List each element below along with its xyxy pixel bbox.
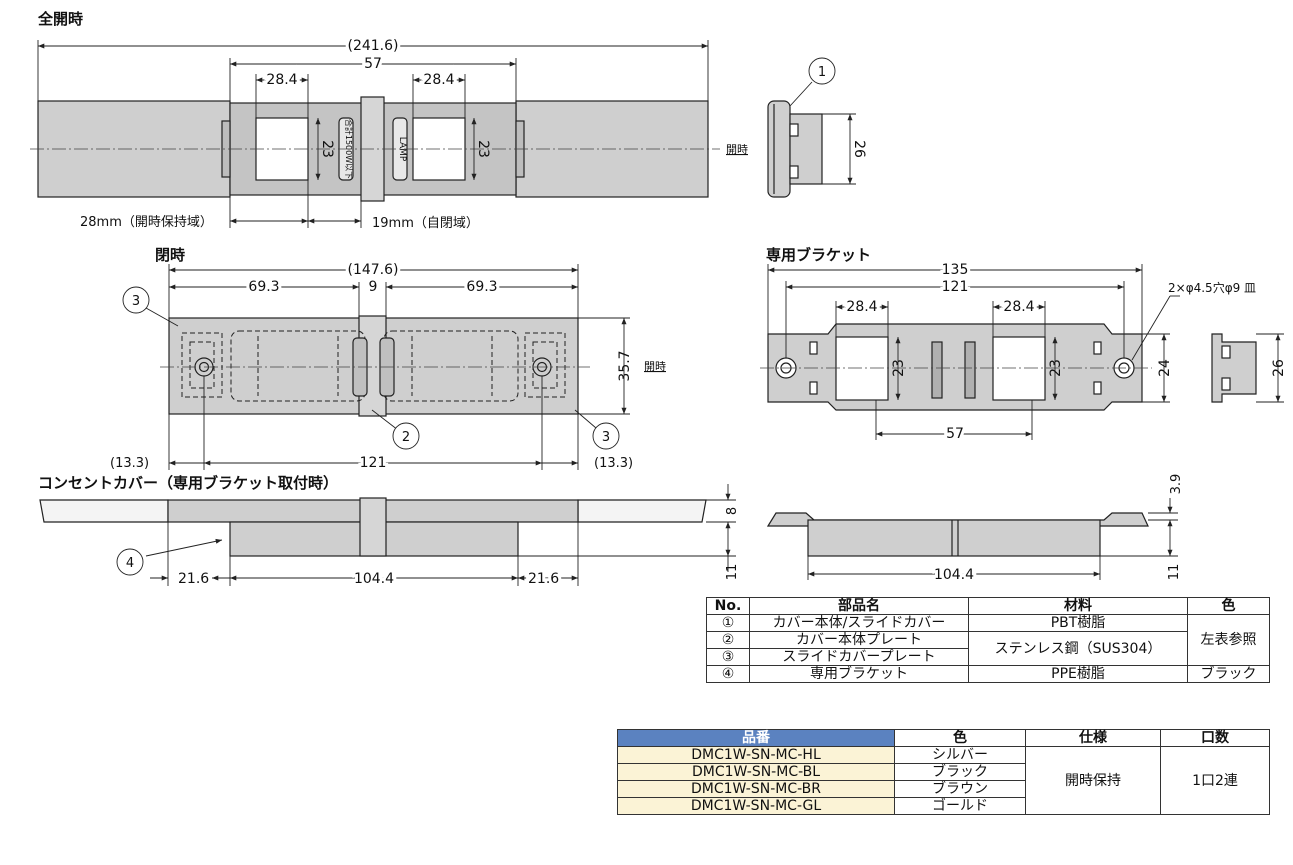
col-material: 材料: [968, 597, 1188, 615]
table-row: ① カバー本体/スライドカバー PBT樹脂 左表参照: [706, 614, 1270, 666]
callout-1: 1: [818, 65, 826, 80]
table-row: DMC1W-SN-MC-HL シルバー 開時保持 1口2連: [617, 746, 1270, 815]
col-color: 色: [894, 729, 1026, 747]
dim-side-26: 26: [851, 140, 867, 158]
cell-color: ブラック: [1187, 665, 1270, 683]
dim-open-28-4-left: 28.4: [266, 72, 297, 88]
dim-br2-11: 11: [1167, 564, 1182, 581]
col-spec: 仕様: [1025, 729, 1161, 747]
dim-br-side-26: 26: [1271, 359, 1287, 377]
cell-spec: 開時保持: [1025, 746, 1161, 815]
table-row: ④ 専用ブラケット PPE樹脂 ブラック: [706, 665, 1270, 683]
callout-2: 2: [402, 430, 410, 445]
lamp-label: LAMP: [397, 137, 407, 162]
dim-closed-9: 9: [369, 279, 378, 295]
dim-br-57: 57: [946, 426, 964, 442]
callout-3-right: 3: [602, 430, 610, 445]
cell-color: ブラウン: [894, 780, 1026, 798]
heading-installed: コンセントカバー（専用ブラケット取付時）: [38, 474, 339, 492]
dim-inst-21-6-left: 21.6: [178, 571, 209, 587]
cell-no: ①: [706, 614, 750, 632]
dim-closed-13-3-left: (13.3): [110, 456, 149, 471]
dim-br-hole: 2×φ4.5穴φ9 皿: [1168, 280, 1256, 295]
dim-br-23-right: 23: [1048, 359, 1064, 377]
cell-color: 左表参照: [1187, 614, 1270, 666]
cell-no: ④: [706, 665, 750, 683]
heading-fully-open: 全開時: [38, 10, 84, 28]
cell-part-name: カバー本体プレート: [749, 631, 969, 649]
col-color: 色: [1187, 597, 1270, 615]
callout-4: 4: [126, 556, 134, 571]
cell-color: ブラック: [894, 763, 1026, 781]
col-ports: 口数: [1160, 729, 1270, 747]
dim-open-hold: 28mm（開時保持域）: [80, 215, 213, 230]
materials-table: No. 部品名 材料 色 ① カバー本体/スライドカバー PBT樹脂 左表参照 …: [706, 597, 1270, 683]
dim-closed-69-3-right: 69.3: [466, 279, 497, 295]
dim-inst-8: 8: [725, 507, 740, 515]
cell-no: ③: [706, 648, 750, 666]
dim-br-121: 121: [942, 279, 969, 295]
cell-part-name: スライドカバープレート: [749, 648, 969, 666]
dim-closed-total: (147.6): [347, 262, 398, 278]
dim-inst-104-4: 104.4: [354, 571, 394, 587]
dim-br2-104-4: 104.4: [934, 567, 974, 583]
label-open-when-2: 開時: [644, 360, 666, 373]
label-open-when-1: 開時: [726, 143, 748, 156]
dim-closed-69-3-left: 69.3: [248, 279, 279, 295]
dim-br-28-4-right: 28.4: [1003, 299, 1034, 315]
materials-header-row: No. 部品名 材料 色: [706, 597, 1270, 615]
dim-br-24: 24: [1157, 359, 1173, 377]
installed-view: [39, 497, 707, 557]
heading-bracket: 専用ブラケット: [766, 246, 872, 264]
bracket-installed-view: [766, 512, 1149, 557]
cell-color: ゴールド: [894, 797, 1026, 815]
table-row: DMC1W-SN-MC-BR ブラウン: [617, 780, 1270, 798]
dim-closed-121: 121: [360, 455, 387, 471]
dim-open-23-left: 23: [319, 140, 335, 158]
products-table: 品番 色 仕様 口数 DMC1W-SN-MC-HL シルバー 開時保持 1口2連…: [617, 729, 1270, 815]
col-part-number: 品番: [617, 729, 895, 747]
cell-part-number: DMC1W-SN-MC-BL: [617, 763, 895, 781]
cell-part-name: カバー本体/スライドカバー: [749, 614, 969, 632]
dim-closed-13-3-right: (13.3): [594, 456, 633, 471]
dim-br-23-left: 23: [891, 359, 907, 377]
cell-ports: 1口2連: [1160, 746, 1270, 815]
dim-br2-3-9: 3.9: [1169, 474, 1184, 495]
dim-br-135: 135: [942, 262, 969, 278]
side-view: [767, 100, 823, 198]
products-header-row: 品番 色 仕様 口数: [617, 729, 1270, 747]
table-row: DMC1W-SN-MC-GL ゴールド: [617, 797, 1270, 815]
col-part-name: 部品名: [749, 597, 969, 615]
bracket-view: [767, 323, 1143, 411]
col-no: No.: [706, 597, 750, 615]
dim-open-total: (241.6): [347, 38, 398, 54]
heading-closed: 閉時: [155, 246, 186, 264]
cell-material: PPE樹脂: [968, 665, 1188, 683]
table-row: ② カバー本体プレート ステンレス鋼（SUS304）: [706, 631, 1270, 666]
cell-material: PBT樹脂: [968, 614, 1188, 632]
cell-material: ステンレス鋼（SUS304）: [968, 631, 1188, 666]
dim-inst-21-6-right: 21.6: [528, 571, 559, 587]
bracket-side-view: [1211, 333, 1257, 403]
dim-open-23-right: 23: [475, 140, 491, 158]
closed-view: [168, 315, 579, 417]
cell-part-number: DMC1W-SN-MC-GL: [617, 797, 895, 815]
cell-part-number: DMC1W-SN-MC-BR: [617, 780, 895, 798]
dim-open-57: 57: [364, 56, 382, 72]
table-row: ③ スライドカバープレート: [706, 648, 1270, 666]
cell-part-name: 専用ブラケット: [749, 665, 969, 683]
dim-self-close: 19mm（自閉域）: [372, 216, 479, 231]
callout-3-left: 3: [132, 294, 140, 309]
dim-inst-11: 11: [725, 564, 740, 581]
cell-part-number: DMC1W-SN-MC-HL: [617, 746, 895, 764]
dim-closed-35-7: 35.7: [617, 350, 633, 381]
dim-open-28-4-right: 28.4: [423, 72, 454, 88]
cell-no: ②: [706, 631, 750, 649]
cell-color: シルバー: [894, 746, 1026, 764]
dim-br-28-4-left: 28.4: [846, 299, 877, 315]
